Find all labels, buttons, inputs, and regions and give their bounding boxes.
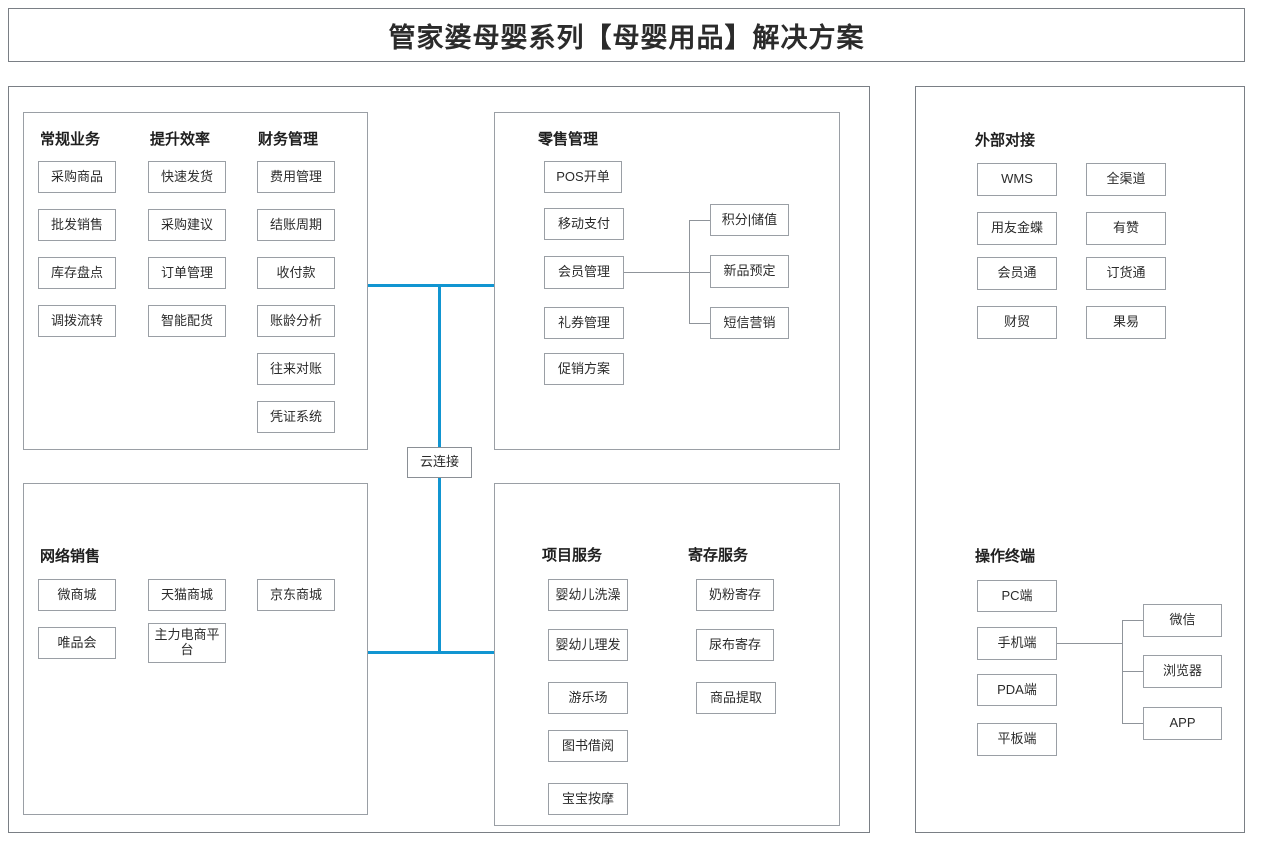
group-title-project-service: 项目服务 (542, 547, 603, 564)
node-new-product-reservation[interactable]: 新品预定 (710, 255, 789, 288)
page-title: 管家婆母婴系列【母婴用品】解决方案 (388, 22, 865, 53)
node-yonyou-kingdee[interactable]: 用友金蝶 (977, 212, 1057, 245)
group-title-external-docking: 外部对接 (975, 132, 1036, 149)
node-order-management[interactable]: 订单管理 (148, 257, 226, 289)
node-mobile-terminal[interactable]: 手机端 (977, 627, 1057, 660)
node-tmall-mall[interactable]: 天猫商城 (148, 579, 226, 611)
node-coupon-management[interactable]: 礼券管理 (544, 307, 624, 339)
service-panel (494, 483, 840, 826)
node-diaper-storage[interactable]: 尿布寄存 (696, 629, 774, 661)
node-infant-bath[interactable]: 婴幼儿洗澡 (548, 579, 628, 611)
node-stock-count[interactable]: 库存盘点 (38, 257, 116, 289)
member-branch-spine (689, 220, 690, 323)
node-omnichannel[interactable]: 全渠道 (1086, 163, 1166, 196)
page-title-banner: 管家婆母婴系列【母婴用品】解决方案 (8, 8, 1245, 62)
group-title-storage-service: 寄存服务 (688, 547, 749, 564)
node-playground[interactable]: 游乐场 (548, 682, 628, 714)
node-purchase-goods[interactable]: 采购商品 (38, 161, 116, 193)
group-title-online-sales: 网络销售 (40, 548, 101, 565)
member-branch-line-2 (689, 272, 711, 273)
cloud-bus-line-bottom-right (439, 651, 495, 654)
node-vip-com[interactable]: 唯品会 (38, 627, 116, 659)
node-wechat[interactable]: 微信 (1143, 604, 1222, 637)
node-voucher-system[interactable]: 凭证系统 (257, 401, 335, 433)
group-title-operation-terminal: 操作终端 (975, 548, 1036, 565)
node-pos-billing[interactable]: POS开单 (544, 161, 622, 193)
node-fast-shipping[interactable]: 快速发货 (148, 161, 226, 193)
node-pc-terminal[interactable]: PC端 (977, 580, 1057, 612)
node-wechat-mall[interactable]: 微商城 (38, 579, 116, 611)
node-baby-massage[interactable]: 宝宝按摩 (548, 783, 628, 815)
node-wms[interactable]: WMS (977, 163, 1057, 196)
node-goods-pickup[interactable]: 商品提取 (696, 682, 776, 714)
node-aging-analysis[interactable]: 账龄分析 (257, 305, 335, 337)
group-title-finance: 财务管理 (258, 131, 319, 148)
node-member-pass[interactable]: 会员通 (977, 257, 1057, 290)
node-jd-mall[interactable]: 京东商城 (257, 579, 335, 611)
node-order-pass[interactable]: 订货通 (1086, 257, 1166, 290)
node-tablet-terminal[interactable]: 平板端 (977, 723, 1057, 756)
node-member-management[interactable]: 会员管理 (544, 256, 624, 289)
terminal-branch-line-3 (1122, 723, 1144, 724)
node-promotion-plan[interactable]: 促销方案 (544, 353, 624, 385)
node-app[interactable]: APP (1143, 707, 1222, 740)
node-purchase-advice[interactable]: 采购建议 (148, 209, 226, 241)
node-sms-marketing[interactable]: 短信营销 (710, 307, 789, 339)
node-guoyi[interactable]: 果易 (1086, 306, 1166, 339)
node-browser[interactable]: 浏览器 (1143, 655, 1222, 688)
cloud-bus-line-top-left (368, 284, 442, 287)
cloud-connect-node[interactable]: 云连接 (407, 447, 472, 478)
terminal-branch-line-2 (1122, 671, 1144, 672)
node-reconciliation[interactable]: 往来对账 (257, 353, 335, 385)
node-finance-trade[interactable]: 财贸 (977, 306, 1057, 339)
cloud-bus-line-top-right (439, 284, 495, 287)
node-smart-allocation[interactable]: 智能配货 (148, 305, 226, 337)
node-transfer-flow[interactable]: 调拨流转 (38, 305, 116, 337)
node-infant-haircut[interactable]: 婴幼儿理发 (548, 629, 628, 661)
member-branch-line-3 (689, 323, 711, 324)
node-youzan[interactable]: 有赞 (1086, 212, 1166, 245)
node-pda-terminal[interactable]: PDA端 (977, 674, 1057, 706)
node-milkpowder-storage[interactable]: 奶粉寄存 (696, 579, 774, 611)
node-book-borrowing[interactable]: 图书借阅 (548, 730, 628, 762)
group-title-efficiency: 提升效率 (150, 131, 211, 148)
group-title-regular-business: 常规业务 (40, 131, 101, 148)
node-points-storedvalue[interactable]: 积分|储值 (710, 204, 789, 236)
group-title-retail-management: 零售管理 (538, 131, 599, 148)
member-branch-trunk (624, 272, 689, 273)
terminal-branch-trunk (1057, 643, 1122, 644)
node-expense-management[interactable]: 费用管理 (257, 161, 335, 193)
node-main-ecommerce-platform[interactable]: 主力电商平台 (148, 623, 226, 663)
node-receipt-payment[interactable]: 收付款 (257, 257, 335, 289)
node-settlement-cycle[interactable]: 结账周期 (257, 209, 335, 241)
node-wholesale-sales[interactable]: 批发销售 (38, 209, 116, 241)
member-branch-line-1 (689, 220, 711, 221)
node-mobile-payment[interactable]: 移动支付 (544, 208, 624, 240)
terminal-branch-line-1 (1122, 620, 1144, 621)
cloud-bus-line-bottom-left (368, 651, 442, 654)
